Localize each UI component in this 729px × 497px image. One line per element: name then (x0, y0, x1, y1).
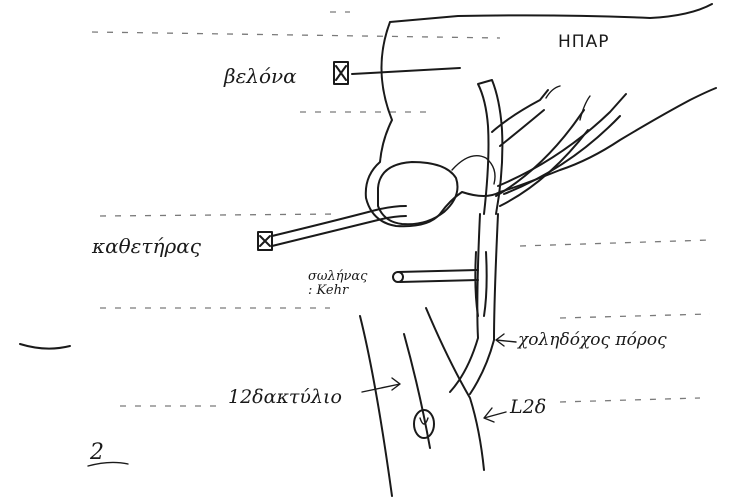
margin-curve (20, 344, 70, 349)
needle-label: βελόνα (224, 66, 297, 86)
needle (334, 62, 460, 84)
bile-duct-tree (478, 80, 626, 214)
pancreas-label: L2δ (510, 398, 546, 417)
kehr-tube-label-line1: σωλήνας (308, 270, 367, 284)
kehr-tube-label: σωλήνας : Kehr (308, 270, 367, 298)
arrow-gland (484, 408, 506, 422)
gallbladder (378, 162, 458, 224)
catheter-tube (272, 206, 406, 246)
common-bile-duct (450, 214, 498, 394)
kehr-t-tube (398, 252, 487, 316)
liver-label: ΗΠΑΡ (558, 34, 609, 51)
margin-mark: 2 (90, 442, 104, 464)
kehr-tube-end (393, 272, 403, 282)
kehr-tube-label-line2: : Kehr (308, 284, 367, 298)
duodenum-wall (360, 308, 484, 496)
liver-outline (366, 4, 716, 226)
catheter-hub (258, 232, 272, 250)
common-bile-duct-label: χοληδόχος πόρος (518, 332, 667, 349)
duodenum-label: 12δακτύλιο (228, 388, 342, 407)
arrow-duodenum (362, 378, 400, 392)
arrow-common-bile-duct (496, 334, 516, 346)
catheter-label: καθετήρας (92, 236, 201, 256)
